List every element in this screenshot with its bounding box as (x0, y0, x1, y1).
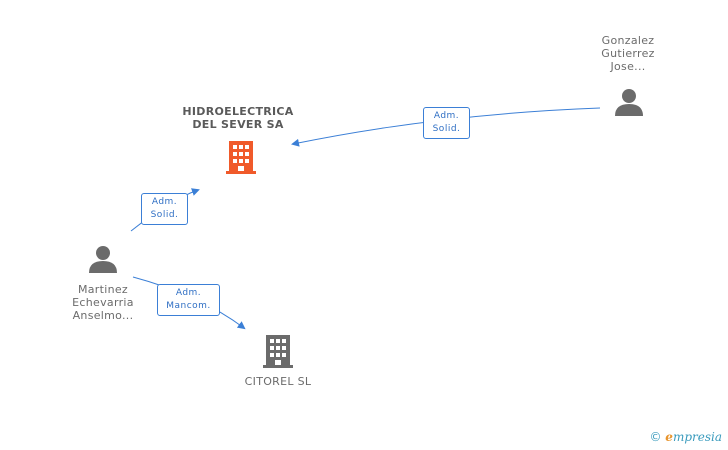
person-icon[interactable] (615, 89, 643, 116)
building-icon[interactable] (263, 335, 293, 368)
edge-label-line: Adm. (151, 197, 178, 207)
edge-label-gonzalez-role[interactable]: Adm. Solid. (423, 107, 470, 139)
brand-logo-letter: e (665, 430, 673, 444)
company-name-line: DEL SEVER SA (192, 118, 284, 131)
edge-label-line: Adm. (433, 111, 460, 121)
edge-label-line: Solid. (432, 124, 461, 134)
company-name-line: HIDROELECTRICA (182, 105, 294, 118)
person-name-line: Echevarria (72, 296, 134, 309)
edge-label-martinez-citorel-role[interactable]: Adm. Mancom. (157, 284, 220, 316)
person-name-gonzalez[interactable]: Gonzalez Gutierrez Jose... (588, 34, 668, 73)
person-name-line: Anselmo... (72, 309, 134, 322)
building-icon[interactable] (226, 141, 256, 174)
edge-label-line: Adm. (175, 288, 202, 298)
copyright-symbol: © (649, 430, 662, 444)
person-name-line: Jose... (610, 60, 646, 73)
person-icon[interactable] (89, 246, 117, 273)
company-name-hidroelectrica[interactable]: HIDROELECTRICA DEL SEVER SA (170, 105, 306, 131)
edge-label-line: Mancom. (166, 301, 211, 311)
edge-label-martinez-main-role[interactable]: Adm. Solid. (141, 193, 188, 225)
brand-footer: © empresia (649, 430, 722, 444)
person-name-line: Gonzalez (601, 34, 655, 47)
company-name-line: CITOREL SL (244, 375, 312, 388)
person-name-line: Martinez (77, 283, 129, 296)
person-name-martinez[interactable]: Martinez Echevarria Anselmo... (58, 283, 148, 322)
person-name-line: Gutierrez (601, 47, 655, 60)
company-name-citorel[interactable]: CITOREL SL (228, 375, 328, 388)
brand-logo-text: mpresia (672, 430, 722, 444)
edge-label-line: Solid. (150, 210, 179, 220)
